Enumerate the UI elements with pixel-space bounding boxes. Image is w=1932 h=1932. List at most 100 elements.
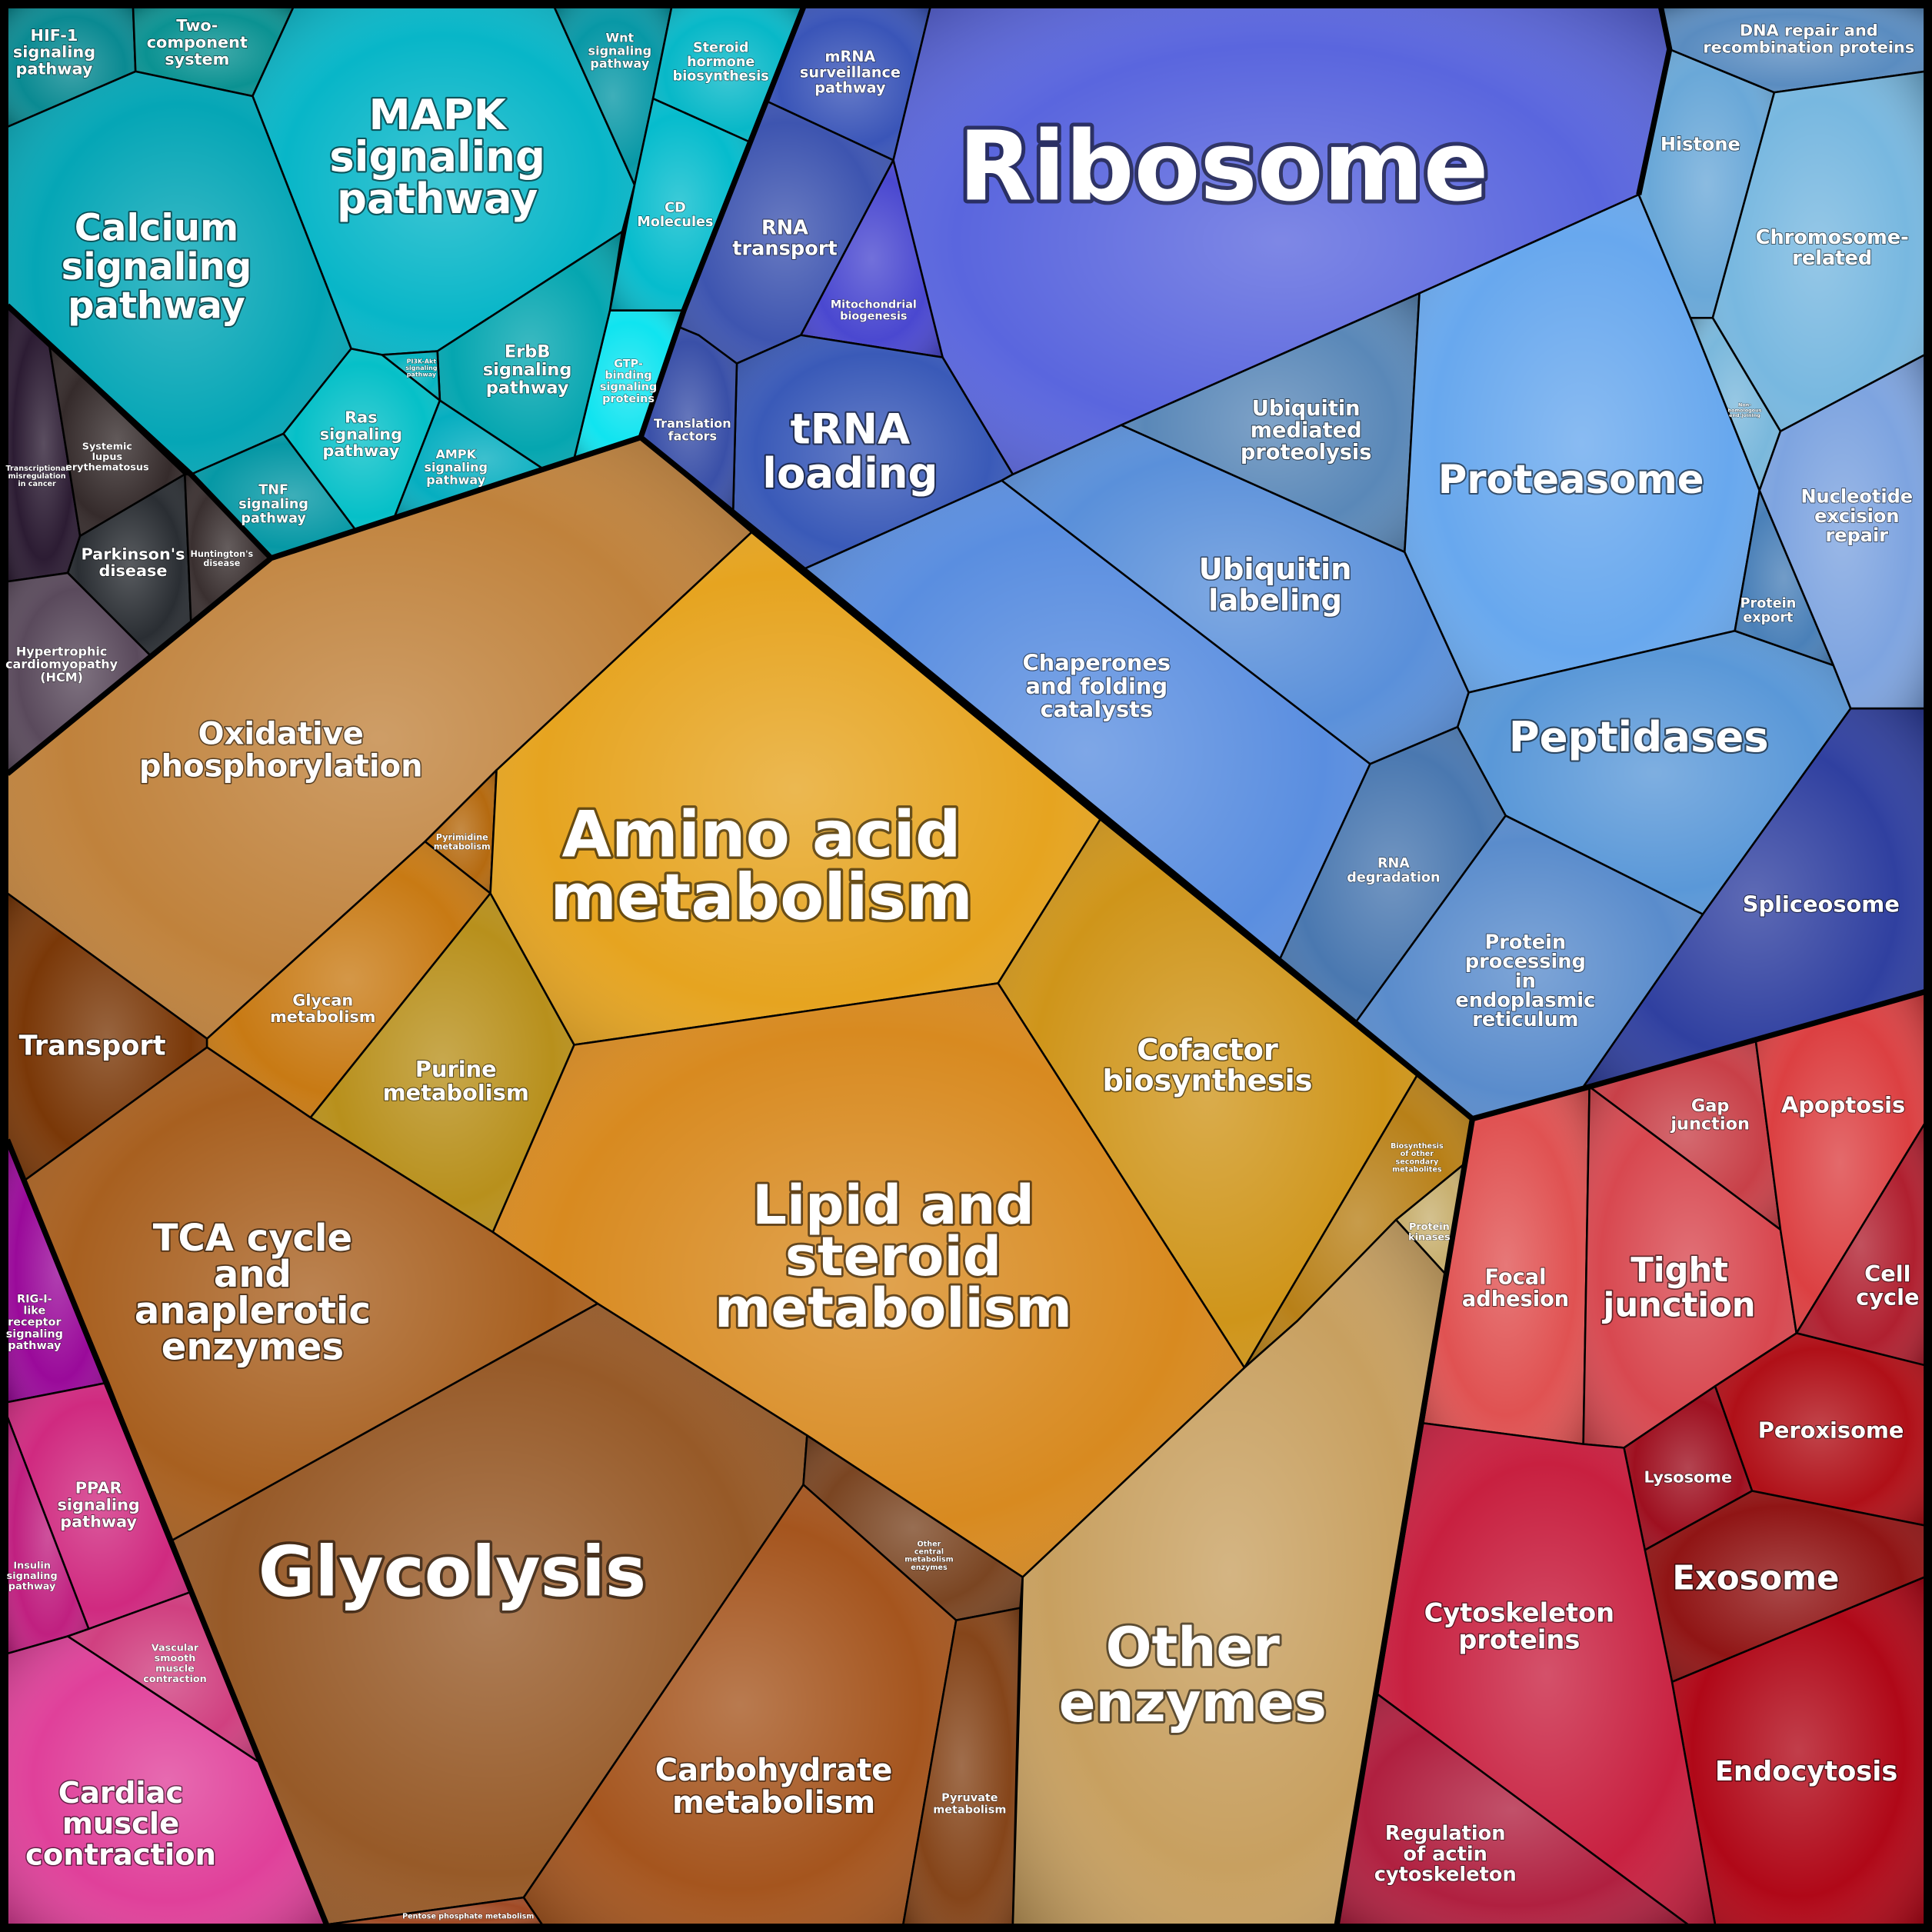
label-line: metabolites bbox=[1392, 1165, 1442, 1174]
label-line: catalysts bbox=[1041, 696, 1154, 722]
label-line: metabolism bbox=[434, 841, 491, 851]
label-line: contraction bbox=[25, 1838, 216, 1873]
label-line: system bbox=[165, 50, 229, 68]
label-line: Protein bbox=[1740, 596, 1797, 611]
cell-label-glycolysis: Glycolysis bbox=[258, 1533, 646, 1613]
label-line: metabolism bbox=[550, 860, 973, 934]
label-line: misregulation bbox=[8, 472, 65, 481]
label-line: Hypertrophic bbox=[16, 644, 107, 658]
label-line: Pyrimidine bbox=[436, 833, 488, 843]
label-line: pathway bbox=[241, 511, 306, 526]
label-line: biosynthesis bbox=[1102, 1064, 1312, 1098]
label-line: pathway bbox=[16, 60, 93, 78]
label-line: Lipid and bbox=[752, 1174, 1034, 1237]
label-line: in cancer bbox=[18, 480, 56, 488]
label-line: signaling bbox=[329, 132, 545, 182]
label-line: signaling bbox=[6, 1328, 63, 1341]
label-line: Mitochondrial bbox=[831, 299, 917, 311]
label-line: recombination proteins bbox=[1703, 38, 1914, 56]
group-border bbox=[1471, 989, 1926, 1122]
label-line: pathway bbox=[8, 1340, 62, 1352]
label-line: Molecules bbox=[637, 215, 713, 230]
label-line: HIF-1 bbox=[31, 26, 78, 45]
label-line: Ubiquitin bbox=[1199, 552, 1352, 587]
label-line: contraction bbox=[143, 1674, 207, 1685]
label-line: labeling bbox=[1208, 583, 1342, 618]
label-line: Cytoskeleton bbox=[1424, 1597, 1615, 1627]
label-line: Nucleotide bbox=[1800, 486, 1913, 508]
label-line: Cell bbox=[1864, 1261, 1910, 1287]
label-line: Biosynthesis bbox=[1391, 1142, 1444, 1151]
label-line: phosphorylation bbox=[139, 749, 423, 784]
cell-endocytosis bbox=[1671, 1576, 1926, 1926]
label-line: of actin bbox=[1403, 1843, 1487, 1866]
label-line: Gap bbox=[1691, 1096, 1730, 1116]
cell-hcm bbox=[6, 571, 152, 775]
label-line: processing bbox=[1465, 951, 1586, 974]
label-line: metabolism bbox=[715, 1277, 1072, 1340]
label-line: signaling bbox=[405, 365, 438, 371]
label-line: RIG-I- bbox=[17, 1293, 52, 1305]
label-line: mediated bbox=[1251, 418, 1362, 442]
label-line: lupus bbox=[92, 451, 123, 463]
label-line: disease bbox=[98, 561, 167, 580]
group-border bbox=[1334, 1118, 1475, 1925]
cell-label-transport: Transport bbox=[19, 1030, 166, 1061]
label-line: biogenesis bbox=[840, 311, 907, 323]
label-line: Histone bbox=[1661, 133, 1740, 155]
label-line: Exosome bbox=[1672, 1560, 1839, 1598]
label-line: Huntington's bbox=[191, 549, 254, 559]
cell-label-pentose: Pentose phosphate metabolism bbox=[402, 1912, 534, 1920]
cell-label-exosome: Exosome bbox=[1672, 1560, 1839, 1598]
label-line: pathway bbox=[590, 56, 649, 71]
label-line: cycle bbox=[1856, 1284, 1919, 1310]
label-line: Cardiac bbox=[58, 1776, 184, 1810]
label-line: Proteasome bbox=[1438, 457, 1704, 503]
label-line: PI3K-Akt bbox=[407, 358, 437, 365]
cell-cardiac bbox=[6, 1635, 328, 1926]
label-line: disease bbox=[203, 558, 240, 568]
label-line: of other bbox=[1401, 1150, 1434, 1158]
label-line: signaling bbox=[62, 245, 252, 288]
cell-label-ribosome: Ribosome bbox=[958, 112, 1488, 223]
label-line: secondary bbox=[1395, 1158, 1438, 1166]
label-line: pathway bbox=[337, 174, 538, 223]
cell-spliceosome bbox=[1582, 707, 1926, 1088]
label-line: (HCM) bbox=[40, 670, 83, 685]
cell-pentose bbox=[325, 1896, 544, 1926]
label-line: Transcriptional bbox=[6, 465, 68, 473]
label-line: Insulin bbox=[13, 1560, 50, 1571]
label-line: Pyruvate bbox=[941, 1792, 998, 1804]
label-line: junction bbox=[1670, 1114, 1750, 1134]
label-line: excision bbox=[1814, 505, 1899, 527]
label-line: in bbox=[1515, 970, 1536, 993]
label-line: export bbox=[1743, 610, 1794, 625]
